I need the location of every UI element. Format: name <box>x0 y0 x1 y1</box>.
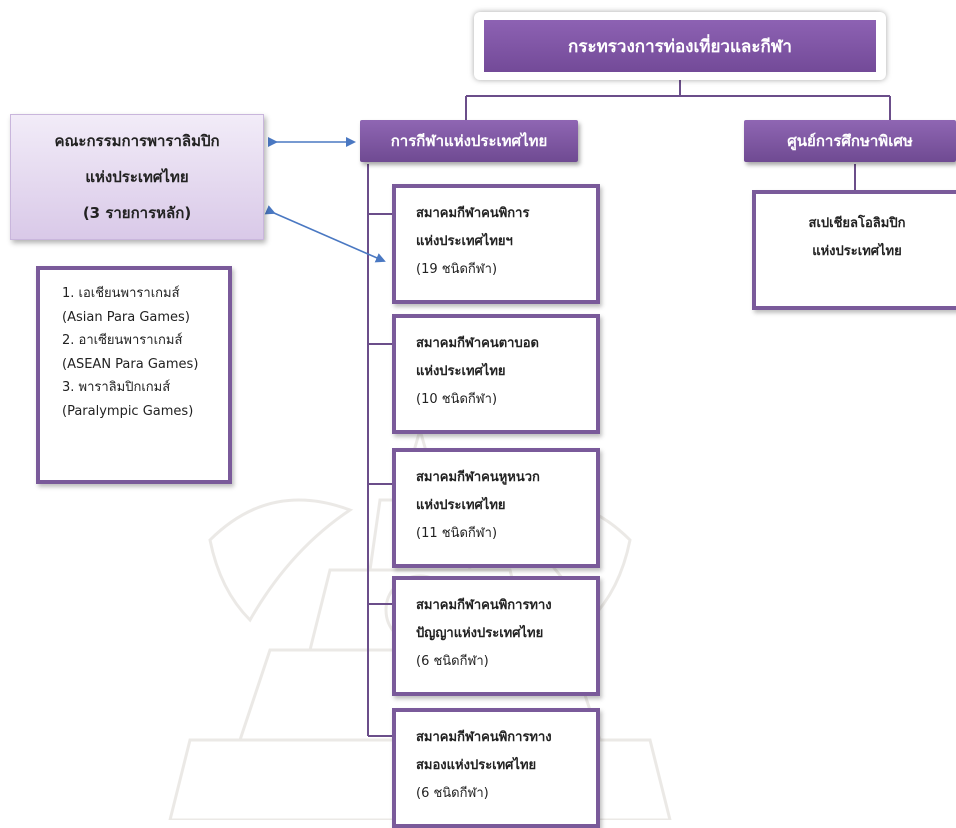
association-sport-count: (11 ชนิดกีฬา) <box>416 526 498 541</box>
association-sport-count: (6 ชนิดกีฬา) <box>416 786 489 801</box>
special-center-node: ศูนย์การศึกษาพิเศษ <box>744 120 956 162</box>
paralympic-committee-node: คณะกรรมการพาราลิมปิก แห่งประเทศไทย (3 รา… <box>10 114 264 240</box>
association-sport-count: (10 ชนิดกีฬา) <box>416 392 498 407</box>
sat-label: การกีฬาแห่งประเทศไทย <box>390 132 548 150</box>
committee-line-3: (3 รายการหลัก) <box>82 204 192 222</box>
special-center-label: ศูนย์การศึกษาพิเศษ <box>787 132 913 150</box>
event-item: (Asian Para Games) <box>62 309 190 325</box>
association-name: แห่งประเทศไทยฯ <box>416 234 513 249</box>
event-item: (ASEAN Para Games) <box>62 356 199 372</box>
association-sport-count: (19 ชนิดกีฬา) <box>416 262 498 277</box>
committee-line-1: คณะกรรมการพาราลิมปิก <box>54 132 220 150</box>
committee-line-2: แห่งประเทศไทย <box>85 168 189 186</box>
event-item: 2. อาเซียนพาราเกมส์ <box>62 333 183 348</box>
special-olympics-line-1: สเปเชียลโอลิมปิก <box>808 216 906 231</box>
association-name: ปัญญาแห่งประเทศไทย <box>416 626 544 641</box>
council-assoc-arrow <box>264 205 386 263</box>
association-name: สมาคมกีฬาคนหูหนวก <box>416 470 540 485</box>
association-name: สมาคมกีฬาคนพิการ <box>416 206 530 221</box>
event-item: (Paralympic Games) <box>62 403 194 419</box>
association-name: แห่งประเทศไทย <box>416 364 506 379</box>
sat-node: การกีฬาแห่งประเทศไทย <box>360 120 578 162</box>
association-node-cerebral: สมาคมกีฬาคนพิการทาง สมองแห่งประเทศไทย (6… <box>392 708 600 828</box>
association-name: แห่งประเทศไทย <box>416 498 506 513</box>
events-list: 1. เอเชียนพาราเกมส์ (Asian Para Games) 2… <box>36 266 232 484</box>
association-name: สมาคมกีฬาคนพิการทาง <box>416 730 552 745</box>
special-olympics-line-2: แห่งประเทศไทย <box>812 244 902 259</box>
association-name: สมาคมกีฬาคนตาบอด <box>416 336 539 351</box>
association-name: สมาคมกีฬาคนพิการทาง <box>416 598 552 613</box>
association-node-blind: สมาคมกีฬาคนตาบอด แห่งประเทศไทย (10 ชนิดก… <box>392 314 600 434</box>
special-olympics-node: สเปเชียลโอลิมปิก แห่งประเทศไทย <box>752 190 956 310</box>
ministry-label: กระทรวงการท่องเที่ยวและกีฬา <box>484 20 876 72</box>
event-item: 3. พาราลิมปิกเกมส์ <box>62 380 171 395</box>
ministry-node: กระทรวงการท่องเที่ยวและกีฬา <box>474 12 886 80</box>
association-node-deaf: สมาคมกีฬาคนหูหนวก แห่งประเทศไทย (11 ชนิด… <box>392 448 600 568</box>
association-node-intellectual: สมาคมกีฬาคนพิการทาง ปัญญาแห่งประเทศไทย (… <box>392 576 600 696</box>
association-name: สมองแห่งประเทศไทย <box>416 758 537 773</box>
association-node-disabled: สมาคมกีฬาคนพิการ แห่งประเทศไทยฯ (19 ชนิด… <box>392 184 600 304</box>
association-sport-count: (6 ชนิดกีฬา) <box>416 654 489 669</box>
event-item: 1. เอเชียนพาราเกมส์ <box>62 286 180 301</box>
